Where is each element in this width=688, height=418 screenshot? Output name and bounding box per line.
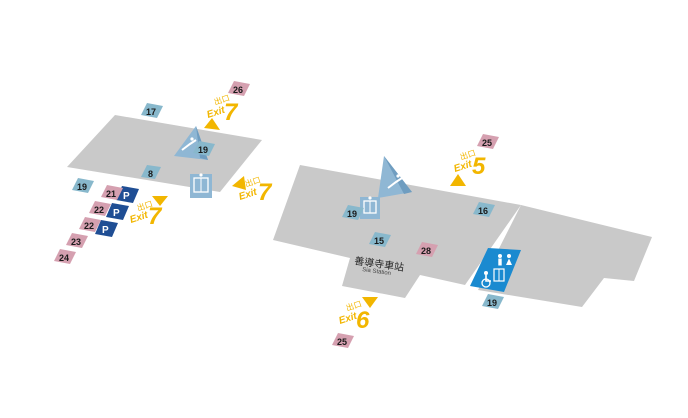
svg-text:5: 5 [472, 153, 486, 180]
tag-28[interactable]: 28 [416, 242, 438, 257]
svg-text:Exit: Exit [238, 187, 259, 203]
tag-19-escalator-left[interactable]: 19 [193, 141, 215, 156]
parking-badge-2[interactable]: P [106, 203, 129, 220]
toilet-icon [498, 254, 512, 266]
svg-text:25: 25 [482, 138, 492, 148]
tag-19-center[interactable]: 19 [342, 205, 364, 220]
tag-25-lower[interactable]: 25 [332, 333, 354, 348]
svg-text:23: 23 [71, 237, 81, 247]
svg-text:7: 7 [258, 179, 273, 206]
tag-19-left[interactable]: 19 [72, 178, 94, 193]
toilet-block[interactable] [470, 248, 521, 292]
parking-icon: P [113, 208, 120, 219]
svg-text:出口: 出口 [213, 92, 231, 106]
elevator-center-icon[interactable] [360, 196, 380, 219]
tag-16[interactable]: 16 [473, 202, 495, 217]
svg-text:7: 7 [148, 203, 163, 230]
exit-arrow-icon [204, 118, 220, 130]
svg-text:25: 25 [337, 337, 347, 347]
svg-text:19: 19 [347, 209, 357, 219]
right-concourse-floor [478, 205, 652, 307]
svg-text:19: 19 [77, 182, 87, 192]
tag-21[interactable]: 21 [101, 185, 123, 200]
svg-text:8: 8 [148, 169, 153, 179]
exit-arrow-icon [362, 297, 378, 308]
svg-text:出口: 出口 [244, 174, 262, 188]
left-concourse-floor [67, 115, 262, 192]
accessible-elevator-icon [493, 268, 505, 282]
station-name-en: Sia Station [362, 267, 392, 277]
svg-text:6: 6 [356, 307, 370, 334]
tag-26[interactable]: 26 [228, 81, 250, 96]
svg-text:Exit: Exit [129, 210, 150, 226]
svg-text:28: 28 [421, 246, 431, 256]
exit-arrow-icon [232, 176, 246, 190]
tag-25-upper[interactable]: 25 [477, 134, 499, 149]
escalator-center-icon[interactable] [378, 156, 412, 198]
svg-text:15: 15 [374, 236, 384, 246]
parking-icon: P [123, 191, 130, 202]
svg-text:7: 7 [224, 99, 239, 126]
exit-7-top[interactable]: 出口 Exit 7 [204, 92, 239, 130]
parking-icon: P [102, 225, 109, 236]
exit-7-lower[interactable]: 出口 Exit 7 [129, 196, 168, 230]
svg-text:22: 22 [84, 221, 94, 231]
svg-text:16: 16 [478, 206, 488, 216]
exit-5[interactable]: 出口 Exit 5 [450, 147, 486, 186]
svg-text:出口: 出口 [136, 198, 154, 212]
svg-text:26: 26 [233, 85, 243, 95]
svg-text:19: 19 [198, 145, 208, 155]
accessible-icon [481, 271, 491, 288]
elevator-left-icon[interactable] [190, 173, 212, 198]
svg-text:19: 19 [487, 298, 497, 308]
svg-text:出口: 出口 [345, 298, 363, 312]
exit-7-right[interactable]: 出口 Exit 7 [232, 174, 273, 206]
svg-text:22: 22 [94, 205, 104, 215]
tag-15[interactable]: 15 [369, 232, 391, 247]
tag-23[interactable]: 23 [66, 233, 88, 248]
tag-22-upper[interactable]: 22 [89, 201, 111, 216]
exit-arrow-icon [152, 196, 168, 206]
tag-24[interactable]: 24 [54, 249, 76, 264]
tag-17[interactable]: 17 [141, 103, 163, 118]
exit-6[interactable]: 出口 Exit 6 [338, 297, 378, 334]
tag-19-right[interactable]: 19 [482, 294, 504, 309]
tag-22-lower[interactable]: 22 [79, 217, 101, 232]
parking-badge-3[interactable]: P [95, 220, 118, 237]
exit-arrow-icon [450, 174, 466, 186]
tag-8[interactable]: 8 [141, 165, 161, 179]
svg-text:24: 24 [59, 253, 69, 263]
svg-text:17: 17 [146, 107, 156, 117]
svg-text:21: 21 [106, 189, 116, 199]
svg-text:出口: 出口 [459, 147, 477, 161]
svg-text:Exit: Exit [453, 159, 474, 175]
center-concourse-floor [273, 165, 521, 298]
